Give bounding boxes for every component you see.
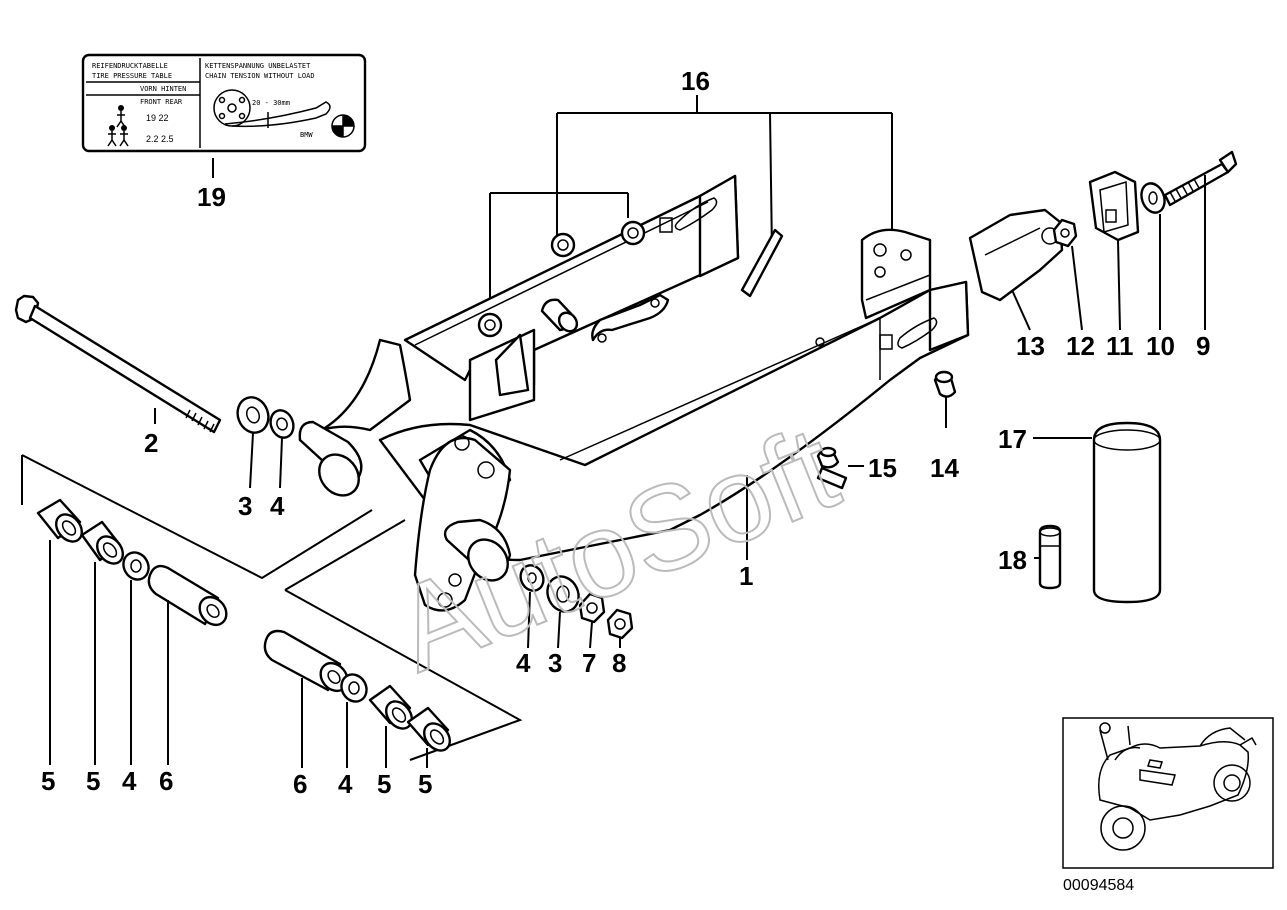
callout-10: 10 [1146,331,1175,361]
washer-3-left [236,396,270,434]
adjuster-block-11 [1088,170,1140,242]
solo-rider-icon [116,105,126,128]
callout-12: 12 [1066,331,1095,361]
callout-4-d: 4 [338,769,353,799]
nut-12 [1052,218,1078,248]
needle-bearing-5d [406,706,452,752]
callout-8: 8 [612,648,626,678]
callout-5-b: 5 [86,766,100,796]
callout-numbers: 1 2 3 4 3 4 7 8 5 5 4 6 6 4 5 5 9 10 11 … [41,66,1210,799]
callout-5-c: 5 [377,769,391,799]
washer-4d [340,673,368,703]
needle-bearing-5c [368,684,414,730]
bearing-group-right [263,519,523,761]
callout-5-a: 5 [41,766,55,796]
label-tension-range: 20 - 30mm [252,99,290,107]
callout-13: 13 [1016,331,1045,361]
label-chain-title-en: CHAIN TENSION WITHOUT LOAD [205,72,315,80]
motorcycle-silhouette-icon [1098,722,1257,851]
washer-3-right [546,575,580,613]
label-title-en: TIRE PRESSURE TABLE [92,72,172,80]
clip-15 [816,446,848,490]
label-front-rear: VORN HINTEN [140,85,186,93]
axle-bolt [14,294,222,434]
washer-10 [1140,182,1166,214]
callout-16-bracket [489,95,893,300]
callout-2: 2 [144,428,158,458]
motorcycle-thumbnail [1062,717,1274,869]
info-label-sticker: REIFENDRUCKTABELLE TIRE PRESSURE TABLE K… [81,53,367,153]
bmw-roundel-icon [331,114,355,138]
callout-15: 15 [868,453,897,483]
callout-19: 19 [197,182,226,212]
callout-3-left: 3 [238,491,252,521]
bearing-group-left [21,454,373,627]
nut-8 [606,608,634,640]
swing-arm [298,174,970,612]
callout-4-right: 4 [516,648,531,678]
washer-4-right [519,564,545,592]
pin-14 [933,370,957,398]
callout-18: 18 [998,545,1027,575]
callout-6-a: 6 [159,766,173,796]
spacer-sleeve-6b [263,629,349,693]
callout-11: 11 [1106,331,1134,361]
diagram-code: 00094584 [1063,877,1134,894]
leader-lines [49,175,1206,768]
callout-17: 17 [998,424,1027,454]
label-duo-values: 2.2 2.5 [146,134,174,144]
needle-bearing-5a [36,498,84,543]
callout-3-right: 3 [548,648,562,678]
callout-4-c: 4 [122,766,137,796]
paste-tube-18 [1038,524,1062,590]
label-title-de: REIFENDRUCKTABELLE [92,62,168,70]
washer-4c [122,551,150,581]
needle-bearing-5b [80,520,125,565]
adjuster-bolt-9 [1163,150,1238,207]
callout-14: 14 [930,453,959,483]
sprocket-chain-sketch-icon [213,89,331,128]
callout-1: 1 [739,561,753,591]
spacer-sleeve-6a [147,564,228,627]
label-brand-small: BMW [300,131,313,139]
callout-6-b: 6 [293,769,307,799]
label-solo-values: 19 22 [146,113,169,123]
label-chain-title-de: KETTENSPANNUNG UNBELASTET [205,62,311,70]
label-front-rear-en: FRONT REAR [140,98,183,106]
chain-adjuster-13 [968,208,1064,302]
callout-5-d: 5 [418,769,432,799]
callout-7: 7 [582,648,596,678]
duo-rider-icon [107,125,129,147]
callout-9: 9 [1196,331,1210,361]
callout-4-left: 4 [270,491,285,521]
grease-can-17 [1092,421,1162,604]
washer-4-left [269,409,295,439]
callout-16: 16 [681,66,710,96]
nut-7 [578,592,606,624]
